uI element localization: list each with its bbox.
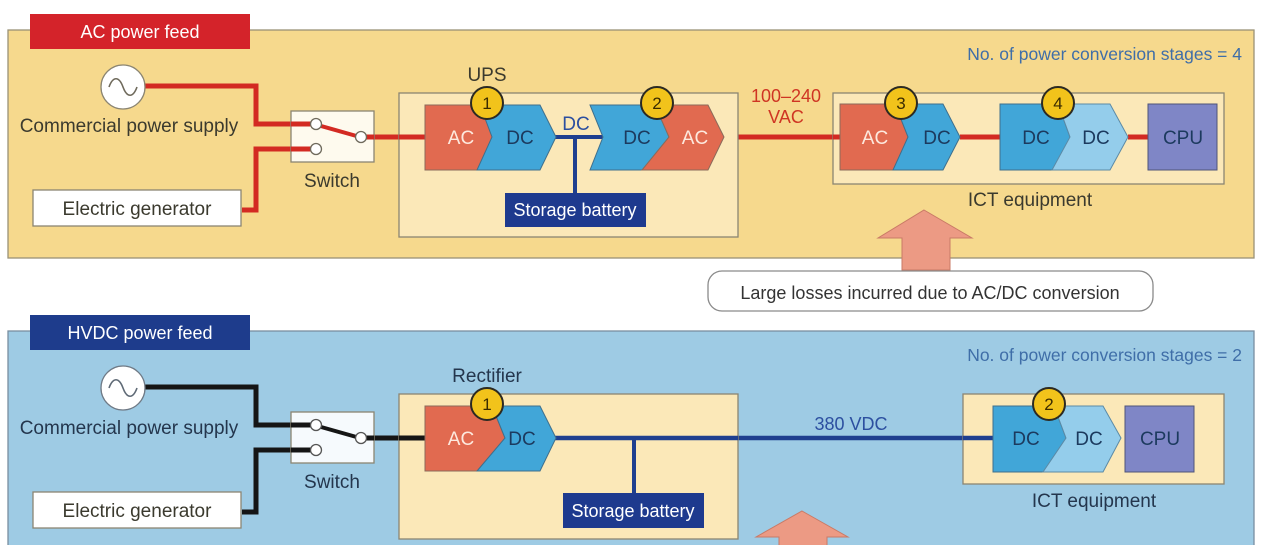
loss-callout-text: Large losses incurred due to AC/DC conve… (740, 283, 1119, 303)
switch-contact-output (356, 132, 367, 143)
rectifier-label: Rectifier (452, 366, 522, 387)
ac-ict-label: ICT equipment (968, 190, 1093, 211)
hvdc-voltage-label: 380 VDC (814, 414, 887, 434)
hvdc-section-tag-label: HVDC power feed (67, 323, 212, 343)
rectifier-stage-from: AC (448, 429, 474, 450)
stage-3-to: DC (923, 128, 950, 149)
hvdc-generator-label: Electric generator (63, 501, 213, 522)
ac-voltage-label-line2: VAC (768, 107, 804, 127)
ac-power-feed-section: AC power feed No. of power conversion st… (8, 14, 1254, 258)
rectifier-stage-to: DC (508, 429, 535, 450)
ups-storage-battery-label: Storage battery (513, 200, 636, 220)
stage-2-from: DC (623, 128, 650, 149)
ups-bus-label: DC (562, 114, 589, 135)
ups-label: UPS (467, 65, 506, 86)
switch-contact-bottom (311, 445, 322, 456)
ac-switch-label: Switch (304, 171, 360, 192)
hvdc-cpu-label: CPU (1140, 429, 1180, 450)
hvdc-ict-label: ICT equipment (1032, 491, 1157, 512)
ac-section-tag-label: AC power feed (80, 22, 199, 42)
stage-badge-2-number: 2 (652, 94, 661, 113)
stage-3-from: AC (862, 128, 888, 149)
hvdc-power-feed-section: HVDC power feed No. of power conversion … (8, 315, 1254, 545)
stage-1-from: AC (448, 128, 474, 149)
switch-contact-top (311, 119, 322, 130)
stage-1-to: DC (506, 128, 533, 149)
ac-voltage-label-line1: 100–240 (751, 86, 821, 106)
hvdc-switch-label: Switch (304, 472, 360, 493)
hvdc-ict-stage-to: DC (1075, 429, 1102, 450)
stage-badge-4-number: 4 (1053, 94, 1062, 113)
stage-badge-1-number: 1 (482, 94, 491, 113)
ac-commercial-supply-label: Commercial power supply (20, 116, 239, 137)
hvdc-stage-count: No. of power conversion stages = 2 (967, 345, 1242, 365)
ac-stage-count: No. of power conversion stages = 4 (967, 44, 1242, 64)
hvdc-storage-battery-label: Storage battery (571, 501, 694, 521)
stage-4-from: DC (1022, 128, 1049, 149)
hvdc-commercial-supply-label: Commercial power supply (20, 418, 239, 439)
stage-2-to: AC (682, 128, 708, 149)
ac-cpu-label: CPU (1163, 128, 1203, 149)
stage-badge-3-number: 3 (896, 94, 905, 113)
stage-badge-1-number: 1 (482, 395, 491, 414)
switch-contact-output (356, 433, 367, 444)
stage-badge-2-number: 2 (1044, 395, 1053, 414)
switch-contact-top (311, 420, 322, 431)
switch-contact-bottom (311, 144, 322, 155)
hvdc-ict-stage-from: DC (1012, 429, 1039, 450)
stage-4-to: DC (1082, 128, 1109, 149)
ac-generator-label: Electric generator (63, 199, 213, 220)
